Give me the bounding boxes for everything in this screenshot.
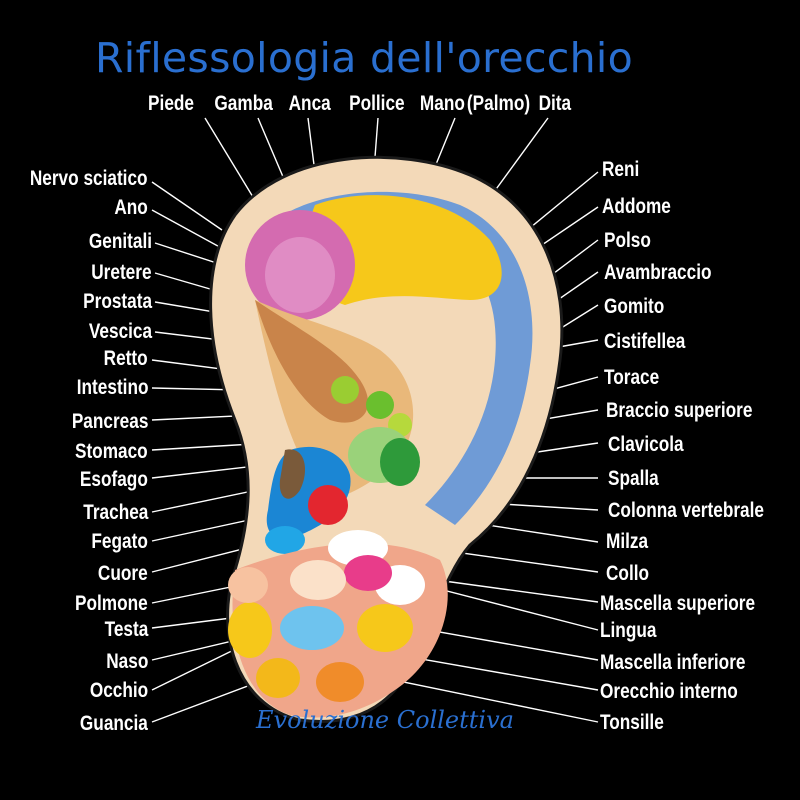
label-spalla: Spalla <box>608 467 659 490</box>
label-gamba: Gamba <box>214 92 273 115</box>
label-fegato: Fegato <box>91 530 148 553</box>
label-occhio: Occhio <box>89 679 148 702</box>
red-spot <box>308 485 348 525</box>
label-esofago: Esofago <box>80 468 148 491</box>
label-genitali: Genitali <box>88 230 152 253</box>
label-stomaco: Stomaco <box>75 440 148 463</box>
label-tonsille: Tonsille <box>600 711 664 734</box>
label-collo: Collo <box>606 562 650 585</box>
label-orecchio-interno: Orecchio interno <box>600 680 738 703</box>
label-naso: Naso <box>105 650 148 673</box>
label-pancreas: Pancreas <box>71 410 148 433</box>
label-cuore: Cuore <box>98 562 148 585</box>
yellow-spot-2 <box>357 604 413 652</box>
label-colonna-vertebrale: Colonna vertebrale <box>608 499 764 522</box>
brand-watermark: Evoluzione Collettiva <box>256 706 514 734</box>
label-ano: Ano <box>114 196 148 219</box>
label-pollice: Pollice <box>349 92 405 115</box>
label-braccio-superiore: Braccio superiore <box>606 399 753 422</box>
label-torace: Torace <box>604 366 660 389</box>
label-retto: Retto <box>103 347 148 370</box>
label-mano: Mano <box>419 92 465 115</box>
label-vescica: Vescica <box>88 320 152 343</box>
yellow-spot-3 <box>256 658 300 698</box>
orange-spot <box>316 662 364 702</box>
label-uretere: Uretere <box>91 261 152 284</box>
label-piede: Piede <box>148 92 194 115</box>
label-mascella-inferiore: Mascella inferiore <box>600 651 746 674</box>
label-trachea: Trachea <box>82 501 148 524</box>
label-guancia: Guancia <box>80 712 148 735</box>
label-polso: Polso <box>604 229 651 252</box>
label-milza: Milza <box>606 530 649 553</box>
yellow-spot-1 <box>228 602 272 658</box>
green-spot-2 <box>366 391 394 419</box>
label-clavicola: Clavicola <box>608 433 684 456</box>
label-avambraccio: Avambraccio <box>604 261 712 284</box>
green-spot-1 <box>331 376 359 404</box>
label-nervo-sciatico: Nervo sciatico <box>30 167 148 190</box>
label-mascella-superiore: Mascella superiore <box>600 592 756 615</box>
light-blue-spot <box>280 606 344 650</box>
magenta-spot <box>344 555 392 591</box>
label-polmone: Polmone <box>75 592 148 615</box>
label-cistifellea: Cistifellea <box>604 330 686 353</box>
label-reni: Reni <box>602 158 640 181</box>
label-lingua: Lingua <box>600 619 657 642</box>
label-prostata: Prostata <box>83 290 152 313</box>
page-title: Riflessologia dell'orecchio <box>95 34 633 82</box>
label-gomito: Gomito <box>604 295 665 318</box>
label-palmo: (Palmo) <box>466 92 531 115</box>
ear-shape <box>209 155 564 723</box>
label-anca: Anca <box>288 92 331 115</box>
upper-yellow-zone <box>308 195 502 305</box>
label-intestino: Intestino <box>76 376 148 399</box>
label-dita: Dita <box>538 92 572 115</box>
label-addome: Addome <box>602 195 671 218</box>
label-testa: Testa <box>104 618 148 641</box>
